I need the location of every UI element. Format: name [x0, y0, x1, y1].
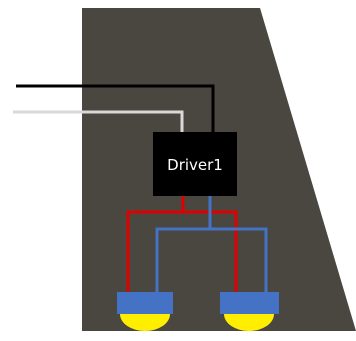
- dome-light-icon: [224, 314, 274, 331]
- driver-label: Driver1: [167, 156, 223, 174]
- lamp-left: [117, 292, 173, 331]
- driver-box: [153, 132, 237, 196]
- wire-black-input: [16, 84, 215, 133]
- lamp-right-base: [220, 292, 279, 314]
- dome-light-icon: [120, 314, 170, 331]
- lamp-right: [220, 292, 279, 331]
- lamp-left-base: [117, 292, 173, 314]
- wire-light-input: [13, 110, 184, 133]
- wire-blue-output: [155, 196, 268, 292]
- wire-red-output: [126, 196, 238, 292]
